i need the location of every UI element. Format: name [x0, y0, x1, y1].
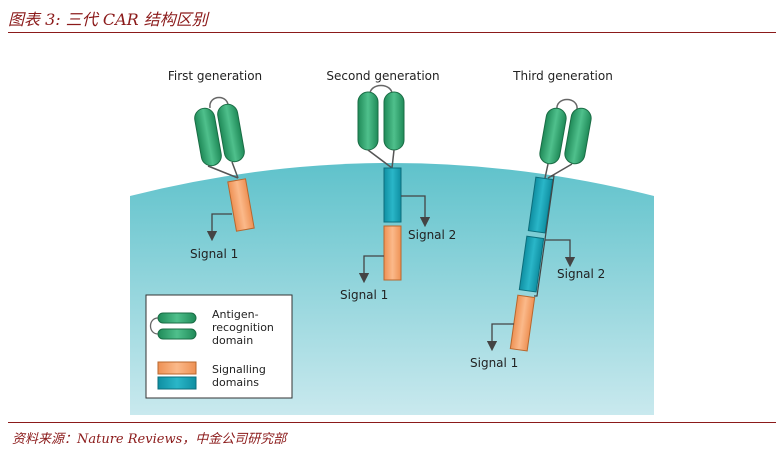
legend-antigen-line1: Antigen- — [212, 308, 259, 321]
third-generation-label: Third generation — [512, 69, 613, 83]
second-signal1-label: Signal 1 — [340, 288, 388, 302]
source-note: 资料来源：Nature Reviews，中金公司研究部 — [12, 432, 287, 447]
legend-antigen-line2: recognition — [212, 321, 274, 334]
third-signal1-label: Signal 1 — [470, 356, 518, 370]
third-generation-car — [486, 98, 592, 352]
legend-signal-line1: Signalling — [212, 363, 266, 376]
second-generation-label: Second generation — [326, 69, 439, 83]
legend-signal-line2: domains — [212, 376, 259, 389]
figure-caption: 图表 3: 三代 CAR 结构区别 — [8, 10, 208, 29]
top-rule — [8, 32, 776, 33]
third-signal2-label: Signal 2 — [557, 267, 605, 281]
second-generation-car — [357, 84, 431, 284]
first-signal1-label: Signal 1 — [190, 247, 238, 261]
bottom-rule — [8, 422, 776, 423]
first-generation-car — [194, 96, 255, 242]
legend: Antigen- recognition domain Signalling d… — [145, 294, 293, 399]
second-signal2-label: Signal 2 — [408, 228, 456, 242]
first-generation-label: First generation — [168, 69, 262, 83]
legend-antigen-line3: domain — [212, 334, 253, 347]
